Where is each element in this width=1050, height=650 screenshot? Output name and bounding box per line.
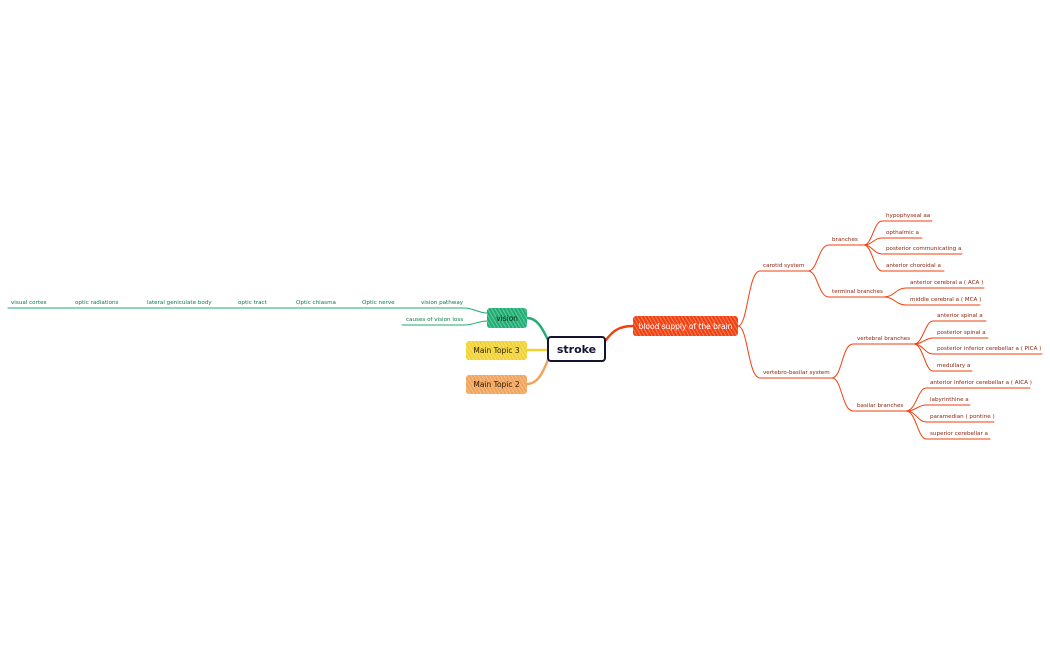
superior-cerebellar-label[interactable]: superior cerebellar a — [930, 431, 988, 437]
posterior-communicating-label[interactable]: posterior communicating a — [886, 246, 962, 252]
connector-carotid — [737, 270, 809, 327]
labyrinthine-label[interactable]: labyrinthine a — [930, 397, 969, 403]
connector-posterior-spinal — [913, 337, 989, 345]
lateral-geniculate-body-label[interactable]: lateral geniculate body — [147, 300, 212, 306]
middle-cerebral-label[interactable]: middle cerebral a ( MCA ) — [910, 297, 982, 303]
anterior-choroidal-label[interactable]: anterior choroidal a — [886, 263, 941, 269]
hypophyseal-label[interactable]: hypophyseal aa — [886, 213, 931, 219]
connector-terminal — [807, 270, 885, 298]
opthalmic-label[interactable]: opthalmic a — [886, 230, 919, 236]
connector-anterior-spinal — [913, 320, 987, 345]
central-topic[interactable]: stroke — [547, 336, 606, 362]
vertebral-branches-label[interactable]: vertebral branches — [857, 336, 911, 342]
posterior-spinal-label[interactable]: posterior spinal a — [937, 330, 986, 336]
connector-hypophyseal — [863, 220, 933, 246]
connector-vision-pathway — [416, 307, 488, 314]
vision-pathway-label[interactable]: vision pathway — [421, 300, 464, 306]
visual-cortex-label[interactable]: visual cortex — [11, 300, 47, 306]
connector-labyrinthine — [905, 404, 971, 412]
pica-label[interactable]: posterior inferior cerebellar a ( PICA ) — [937, 346, 1042, 352]
connector-aica — [905, 387, 1031, 412]
topic-vision[interactable]: vision — [487, 308, 527, 328]
branches-label[interactable]: branches — [832, 237, 858, 243]
medullary-label[interactable]: medullary a — [937, 363, 971, 369]
connector-central-blood — [604, 324, 635, 342]
causes-of-vision-loss-label[interactable]: causes of vision loss — [406, 317, 464, 323]
connector-opthalmic — [863, 237, 923, 246]
aica-label[interactable]: anterior inferior cerebellar a ( AICA ) — [930, 380, 1032, 386]
connector-basilar — [831, 377, 907, 412]
terminal-branches-label[interactable]: terminal branches — [832, 289, 883, 295]
connector-aca — [883, 287, 985, 298]
connector-superior-cerebellar — [905, 410, 991, 440]
connector-central-main2 — [525, 358, 550, 386]
topic-blood-supply[interactable]: blood supply of the brain — [633, 316, 738, 336]
connector-vertebral — [831, 343, 915, 379]
paramedian-label[interactable]: paramedian ( pontine ) — [930, 414, 995, 420]
carotid-system-label[interactable]: carotid system — [763, 263, 805, 269]
basilar-branches-label[interactable]: basilar branches — [857, 403, 904, 409]
connector-choroidal — [863, 244, 945, 272]
optic-nerve-label[interactable]: Optic nerve — [362, 300, 395, 306]
optic-tract-label[interactable]: optic tract — [238, 300, 267, 306]
topic-main-2[interactable]: Main Topic 2 — [466, 375, 527, 394]
connector-mca — [883, 296, 981, 306]
connector-branches — [807, 244, 865, 272]
connector-central-vision — [525, 316, 550, 342]
topic-main-3[interactable]: Main Topic 3 — [466, 341, 527, 360]
connector-vertebro — [737, 325, 833, 379]
connector-medullary — [913, 343, 973, 372]
connector-vision-causes — [401, 320, 488, 326]
anterior-spinal-label[interactable]: anterior spinal a — [937, 313, 983, 319]
vertebro-basilar-system-label[interactable]: vertebro-basilar system — [763, 370, 830, 376]
optic-radiations-label[interactable]: optic radiations — [75, 300, 119, 306]
optic-chiasma-label[interactable]: Optic chiasma — [296, 300, 336, 306]
anterior-cerebral-label[interactable]: anterior cerebral a ( ACA ) — [910, 280, 984, 286]
